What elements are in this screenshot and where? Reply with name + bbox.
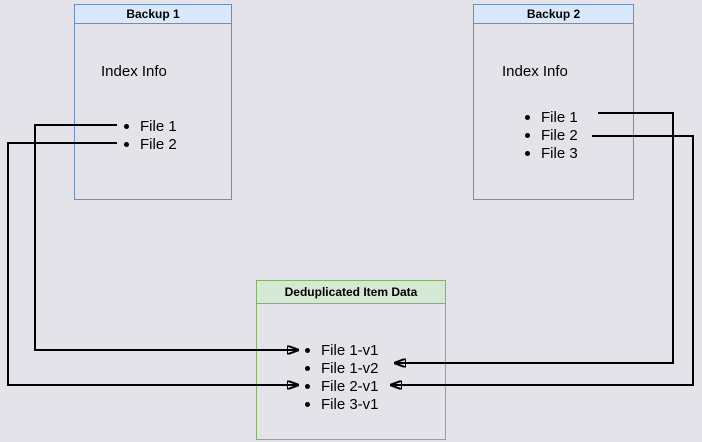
- dedup-box: Deduplicated Item Data File 1-v1 File 1-…: [256, 280, 446, 440]
- bullet-icon: [525, 150, 530, 156]
- list-item: File 1: [525, 108, 578, 126]
- list-item: File 2: [525, 126, 578, 144]
- item-label: File 3: [541, 144, 578, 162]
- bullet-icon: [305, 383, 310, 389]
- list-item: File 2-v1: [305, 377, 379, 395]
- backup2-box: Backup 2 Index Info File 1 File 2 File 3: [473, 4, 634, 200]
- backup1-box: Backup 1 Index Info File 1 File 2: [74, 4, 232, 200]
- backup1-index-info-label: Index Info: [101, 63, 167, 80]
- bullet-icon: [305, 401, 310, 407]
- dedup-item-list: File 1-v1 File 1-v2 File 2-v1 File 3-v1: [305, 341, 379, 413]
- bullet-icon: [305, 365, 310, 371]
- item-label: File 2-v1: [321, 377, 379, 395]
- list-item: File 3: [525, 144, 578, 162]
- bullet-icon: [124, 141, 129, 147]
- backup2-index-info-label: Index Info: [502, 63, 568, 80]
- backup2-title: Backup 2: [474, 5, 633, 24]
- list-item: File 1-v2: [305, 359, 379, 377]
- item-label: File 2: [541, 126, 578, 144]
- backup1-file-list: File 1 File 2: [124, 117, 177, 153]
- list-item: File 3-v1: [305, 395, 379, 413]
- backup1-title: Backup 1: [75, 5, 231, 24]
- bullet-icon: [124, 123, 129, 129]
- item-label: File 1-v1: [321, 341, 379, 359]
- item-label: File 3-v1: [321, 395, 379, 413]
- list-item: File 1: [124, 117, 177, 135]
- list-item: File 2: [124, 135, 177, 153]
- bullet-icon: [305, 347, 310, 353]
- dedup-title: Deduplicated Item Data: [257, 281, 445, 304]
- backup2-file-list: File 1 File 2 File 3: [525, 108, 578, 162]
- bullet-icon: [525, 132, 530, 138]
- item-label: File 1: [541, 108, 578, 126]
- list-item: File 1-v1: [305, 341, 379, 359]
- item-label: File 1: [140, 117, 177, 135]
- item-label: File 1-v2: [321, 359, 379, 377]
- item-label: File 2: [140, 135, 177, 153]
- bullet-icon: [525, 114, 530, 120]
